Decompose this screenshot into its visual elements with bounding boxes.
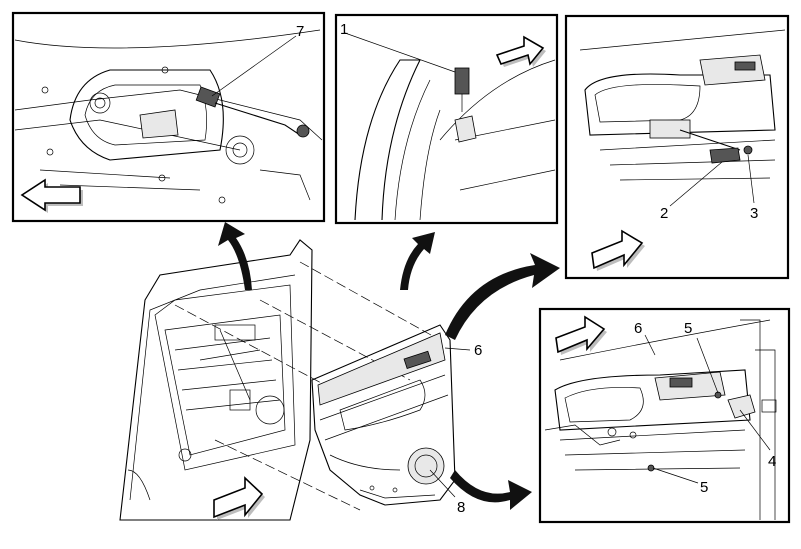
callout-2: 2 (660, 205, 668, 222)
callout-7: 7 (296, 23, 304, 40)
callout-5-upper: 5 (684, 320, 692, 337)
forward-arrow-icon (213, 476, 265, 520)
door-trim-panel (311, 324, 456, 506)
svg-text:8: 8 (457, 499, 465, 516)
forward-arrow-icon (20, 178, 83, 213)
callout-8: 8 (429, 469, 465, 516)
detail-panel-handle-cable: 7 (11, 11, 326, 223)
callout-4: 4 (768, 453, 776, 470)
detail-panel-fasteners: 6 5 4 5 (538, 307, 791, 524)
curved-pointer-arrow-icon (218, 222, 560, 510)
callout-6-detail: 6 (634, 320, 642, 337)
callout-6-center: 6 (444, 342, 482, 359)
rear-door-frame (119, 239, 441, 521)
callout-5-lower: 5 (700, 479, 708, 496)
forward-arrow-icon (591, 229, 645, 271)
callout-3: 3 (750, 205, 758, 222)
callout-1: 1 (340, 21, 348, 38)
detail-panel-window-switch: 1 (334, 13, 559, 225)
svg-text:6: 6 (474, 342, 482, 359)
detail-panel-pull-handle: 2 3 (564, 14, 790, 280)
forward-arrow-icon (555, 315, 607, 355)
speaker-grille (407, 447, 445, 485)
forward-arrow-icon (495, 35, 546, 67)
